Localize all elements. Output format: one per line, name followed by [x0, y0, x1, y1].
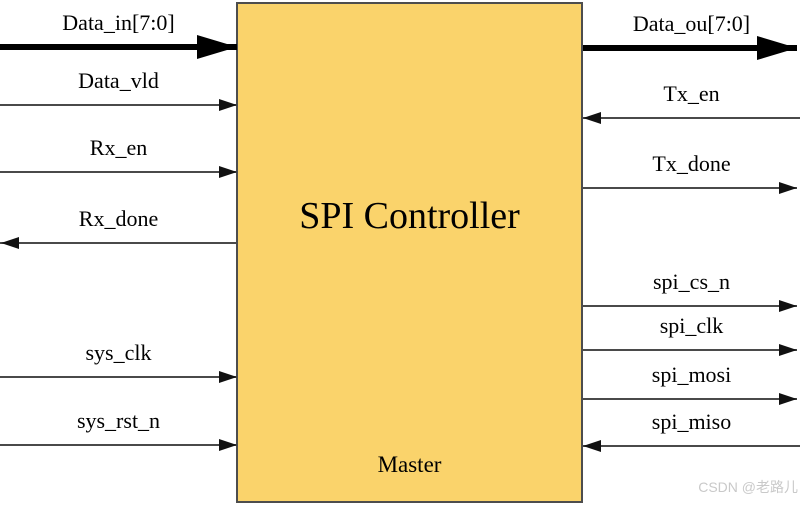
- signal-line: [583, 349, 797, 351]
- signal-label: Data_in[7:0]: [62, 10, 175, 35]
- signal-data-in: Data_in[7:0]: [0, 6, 237, 59]
- block-subtitle: Master: [377, 452, 442, 477]
- signal-line: [0, 104, 237, 106]
- signal-tx-en: Tx_en: [583, 77, 800, 127]
- signal-label: Tx_en: [663, 81, 720, 106]
- signal-line: [583, 305, 797, 307]
- signal-label: sys_rst_n: [76, 408, 161, 433]
- arrowhead-left-icon: [583, 440, 601, 452]
- arrowhead-right-icon: [219, 166, 237, 178]
- arrowhead-right-icon: [779, 182, 797, 194]
- arrowhead-left-icon: [583, 112, 601, 124]
- arrowhead-right-icon: [779, 393, 797, 405]
- signal-line: [583, 445, 800, 447]
- arrowhead-right-icon: [779, 344, 797, 356]
- signal-sys-rst-n: sys_rst_n: [0, 404, 237, 454]
- signal-line: [0, 44, 237, 50]
- signal-tx-done: Tx_done: [583, 147, 800, 197]
- signal-line: [583, 45, 797, 51]
- arrowhead-right-icon: [757, 36, 797, 60]
- signal-spi-cs-n: spi_cs_n: [583, 265, 800, 315]
- signal-line: [583, 398, 797, 400]
- signal-spi-mosi: spi_mosi: [583, 358, 800, 408]
- signal-label: Data_vld: [78, 68, 159, 93]
- watermark: CSDN @老路儿: [698, 479, 798, 495]
- signal-label: spi_mosi: [651, 362, 732, 387]
- signal-label: spi_clk: [659, 313, 724, 338]
- signal-data-ou: Data_ou[7:0]: [583, 7, 800, 60]
- signal-data-vld: Data_vld: [0, 64, 237, 114]
- arrowhead-right-icon: [779, 300, 797, 312]
- signal-line: [583, 117, 800, 119]
- signal-label: Data_ou[7:0]: [632, 11, 751, 36]
- spi-controller-block: SPI Controller Master: [236, 2, 583, 503]
- signal-line: [0, 376, 237, 378]
- signal-label: Rx_done: [78, 206, 159, 231]
- signal-line: [0, 444, 237, 446]
- block-title: SPI Controller: [299, 195, 520, 237]
- signal-spi-clk: spi_clk: [583, 309, 800, 359]
- signal-label: Tx_done: [652, 151, 731, 176]
- arrowhead-right-icon: [197, 35, 237, 59]
- arrowhead-right-icon: [219, 371, 237, 383]
- signal-spi-miso: spi_miso: [583, 405, 800, 455]
- signal-label: spi_cs_n: [653, 269, 730, 294]
- signal-sys-clk: sys_clk: [0, 336, 237, 386]
- signal-line: [0, 242, 237, 244]
- arrowhead-right-icon: [219, 99, 237, 111]
- signal-line: [583, 187, 797, 189]
- signal-label: spi_miso: [651, 409, 732, 434]
- signal-line: [0, 171, 237, 173]
- signal-rx-done: Rx_done: [0, 202, 237, 252]
- signal-label: sys_clk: [85, 340, 152, 365]
- arrowhead-right-icon: [219, 439, 237, 451]
- signal-label: Rx_en: [89, 135, 148, 160]
- arrowhead-left-icon: [1, 237, 19, 249]
- signal-rx-en: Rx_en: [0, 131, 237, 181]
